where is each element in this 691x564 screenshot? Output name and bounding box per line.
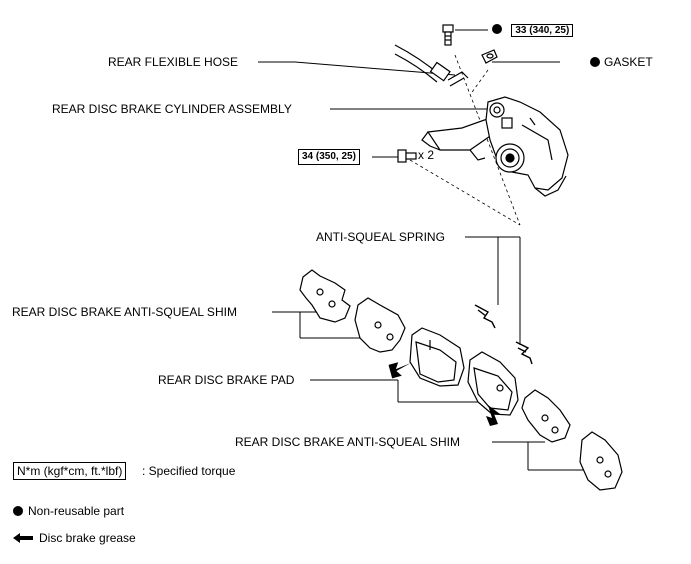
non-reusable-icon	[492, 24, 502, 34]
legend-torque-box: N*m (kgf*cm, ft.*lbf)	[13, 462, 127, 480]
upper-shim-outer-part	[299, 269, 351, 323]
torque-cylinder-bolts-qty: x 2	[418, 148, 435, 162]
label-gasket: GASKET	[590, 55, 653, 69]
gasket-label-text: GASKET	[604, 55, 653, 69]
legend-grease-text: Disc brake grease	[39, 531, 136, 545]
alignment-lines	[409, 54, 521, 226]
lower-shim-front-part	[521, 389, 571, 443]
legend-non-reusable-text: Non-reusable part	[28, 504, 125, 518]
anti-squeal-spring-parts	[474, 304, 533, 365]
brake-pad-outer-part	[467, 351, 519, 416]
torque-cylinder-bolts: 34 (350, 25)	[298, 149, 360, 165]
brake-pad-inner-part	[409, 327, 465, 387]
torque-value-box: 33 (340, 25)	[511, 24, 574, 37]
label-rear-flexible-hose: REAR FLEXIBLE HOSE	[108, 55, 239, 69]
label-rear-disc-brake-pad: REAR DISC BRAKE PAD	[158, 373, 295, 387]
label-anti-squeal-spring: ANTI-SQUEAL SPRING	[316, 230, 445, 244]
grease-arrows	[388, 362, 500, 426]
grease-arrow-icon	[13, 533, 33, 543]
legend-non-reusable: Non-reusable part	[13, 503, 124, 519]
label-rear-disc-brake-anti-squeal-shim-upper: REAR DISC BRAKE ANTI-SQUEAL SHIM	[12, 305, 237, 319]
non-reusable-icon	[590, 57, 600, 67]
legend-torque-desc: : Specified torque	[142, 464, 236, 478]
label-rear-disc-brake-cylinder-assembly: REAR DISC BRAKE CYLINDER ASSEMBLY	[52, 102, 292, 116]
cylinder-assembly-part	[421, 96, 569, 197]
caliper-bolt	[397, 149, 417, 163]
gasket-part	[481, 49, 498, 64]
union-bolt	[442, 24, 454, 46]
lower-shim-rear-part	[579, 431, 623, 491]
upper-shim-inner-part	[354, 297, 406, 353]
leader-lines	[258, 29, 590, 471]
label-rear-disc-brake-anti-squeal-shim-lower: REAR DISC BRAKE ANTI-SQUEAL SHIM	[235, 435, 460, 449]
legend-grease: Disc brake grease	[13, 530, 136, 546]
non-reusable-icon	[13, 506, 23, 516]
torque-union-bolt: 33 (340, 25)	[492, 22, 574, 38]
flexible-hose-part	[394, 44, 469, 87]
